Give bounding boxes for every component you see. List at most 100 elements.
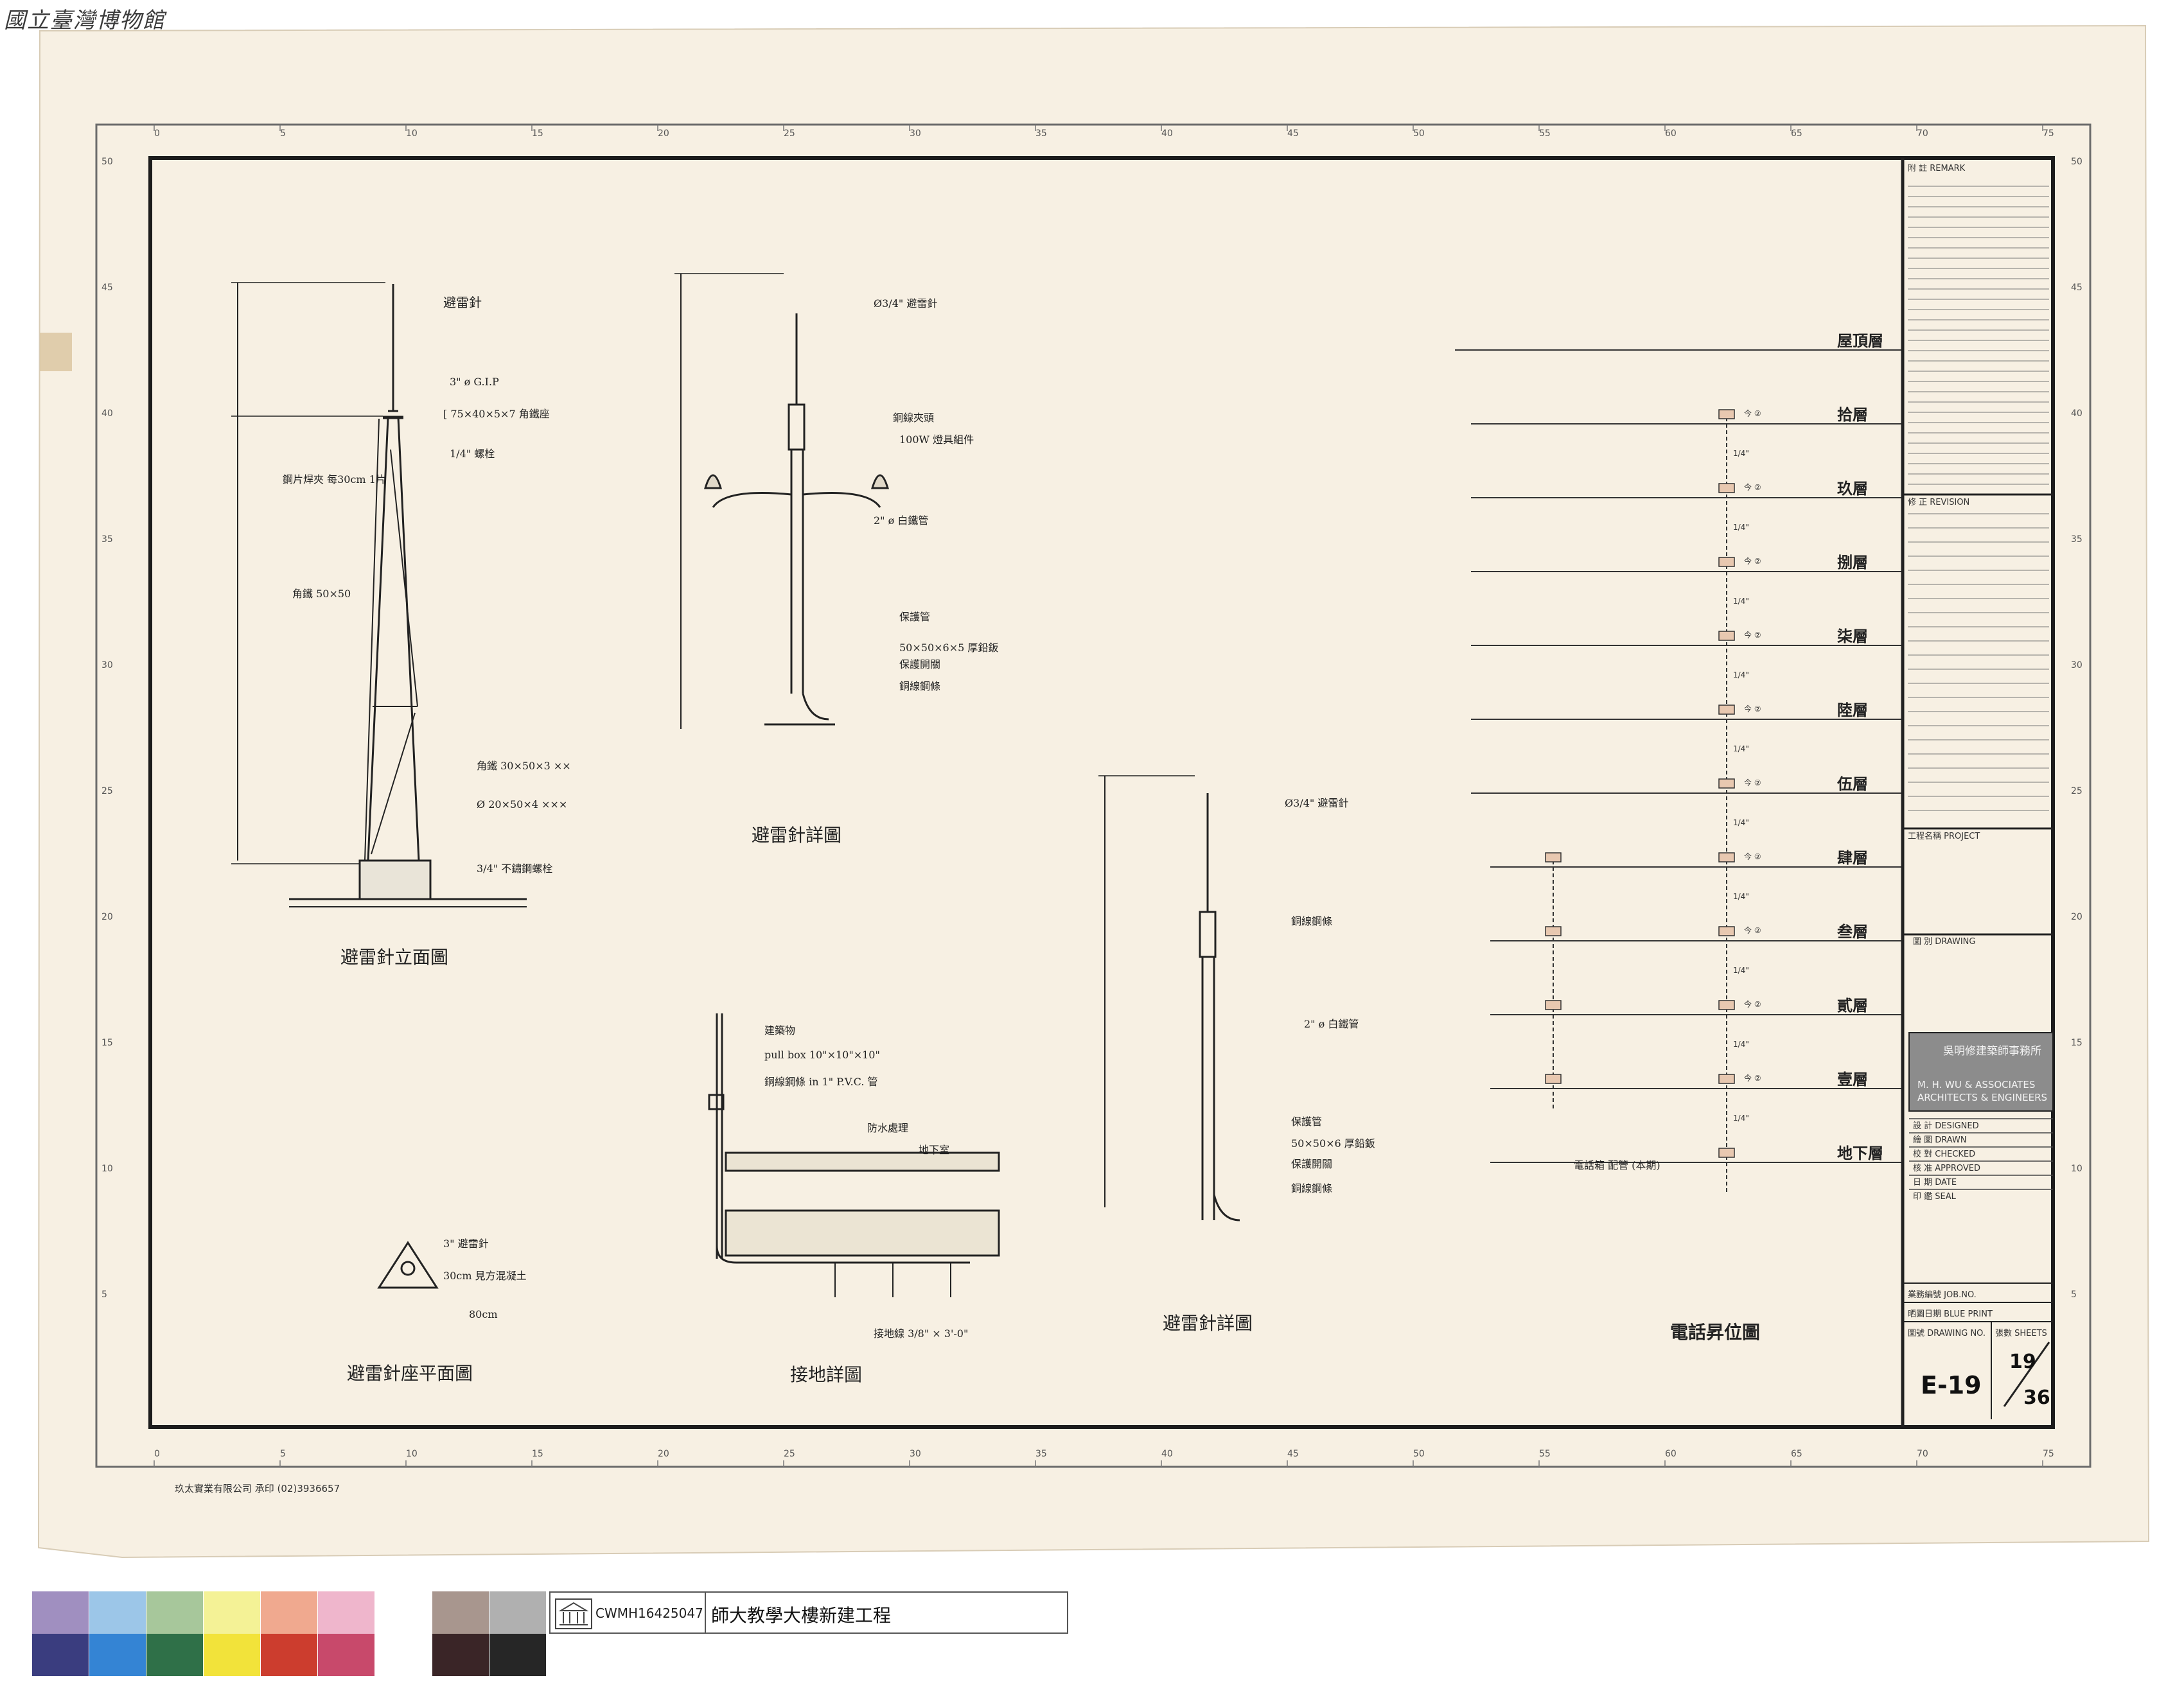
rod-detail-1	[674, 273, 890, 729]
tb-sheet-value: 19	[2009, 1351, 2036, 1373]
ruler-side-right-3: 35	[2071, 534, 2083, 545]
riser-floor-3: 捌層	[1837, 553, 1868, 572]
ruler-mark-top-11: 55	[1539, 128, 1551, 139]
tower-plan-title: 避雷針座平面圖	[347, 1363, 473, 1384]
ruler-side-right-0: 50	[2071, 157, 2083, 167]
riser-pipe-label: 1/4"	[1733, 670, 1749, 679]
catalog-id: CWMH16425047	[595, 1606, 703, 1621]
ruler-side-right-5: 25	[2071, 786, 2083, 796]
ruler-mark-top-1: 5	[280, 128, 286, 139]
riser-floor-2: 玖層	[1837, 479, 1868, 498]
swatch-top-6	[375, 1591, 432, 1634]
ruler-side-left-5: 25	[101, 786, 113, 796]
tb-revision: 修 正 REVISION	[1908, 498, 1969, 507]
title-block	[1901, 158, 2054, 1427]
riser-floor-lines	[1455, 349, 1901, 1195]
ruler-mark-bottom-6: 30	[910, 1449, 921, 1459]
riser-floor-11: 地下層	[1837, 1144, 1883, 1162]
riser-box	[1718, 483, 1735, 493]
riser-box-branch	[1545, 926, 1562, 936]
riser-box-label: 今 ②	[1744, 704, 1761, 713]
riser-pipe-label: 1/4"	[1733, 523, 1749, 532]
title-block-text: 附 註 REMARK 修 正 REVISION 工程名稱 PROJECT 圖 別…	[1908, 164, 2050, 1409]
museum-watermark: 國立臺灣博物館	[4, 8, 166, 33]
rod2-label-4: 50×50×6 厚鉛鈑	[1291, 1137, 1375, 1150]
drawing-border	[148, 156, 2055, 1429]
ruler-side-right-2: 40	[2071, 408, 2083, 419]
ruler-mark-bottom-10: 50	[1413, 1449, 1425, 1459]
rod1-label-4: 保護管	[899, 611, 930, 623]
ruler-mark-bottom-11: 55	[1539, 1449, 1551, 1459]
riser-pipe-label: 1/4"	[1733, 449, 1749, 458]
rod2-label-5: 保護開關	[1291, 1158, 1332, 1170]
ground-label-1: pull box 10"×10"×10"	[764, 1049, 880, 1061]
riser-box	[1718, 631, 1735, 641]
tower-label-2: [ 75×40×5×7 角鐵座	[443, 408, 550, 420]
tb-firm-cn: 吳明修建築師事務所	[1943, 1045, 2041, 1058]
rod2-label-1: 銅線鋼條	[1291, 915, 1332, 927]
ground-label-5: 接地線 3/8" × 3'-0"	[874, 1327, 968, 1340]
swatch-top-5	[318, 1591, 374, 1634]
tb-firm-en2: ARCHITECTS & ENGINEERS	[1917, 1092, 2047, 1103]
riser-box-label: 今 ②	[1744, 630, 1761, 640]
ruler-side-left-6: 20	[101, 912, 113, 922]
ruler-side-right-9: 5	[2071, 1290, 2077, 1300]
riser-box	[1718, 778, 1735, 789]
riser-legend: 電話箱 配管 (本期)	[1574, 1159, 1660, 1171]
ruler-side-right-7: 15	[2071, 1038, 2083, 1048]
ruler-mark-top-15: 75	[2043, 128, 2054, 139]
grounding-labels: 建築物 pull box 10"×10"×10" 銅線鋼條 in 1" P.V.…	[764, 1024, 968, 1385]
ruler-side-left-8: 10	[101, 1164, 113, 1174]
tower-elevation	[231, 282, 527, 907]
riser-floor-1: 拾層	[1837, 405, 1868, 424]
riser-box-branch	[1545, 1000, 1562, 1010]
ruler-side-right-4: 30	[2071, 660, 2083, 670]
ruler-mark-bottom-3: 15	[532, 1449, 543, 1459]
swatch-bottom-6	[375, 1634, 432, 1676]
tb-blue-print: 晒圖日期 BLUE PRINT	[1908, 1309, 1993, 1319]
ruler-mark-top-0: 0	[154, 128, 160, 139]
ruler-mark-top-13: 65	[1791, 128, 1802, 139]
ruler-side-left-9: 5	[101, 1290, 107, 1300]
tower-label-5: 角鐵 50×50	[292, 588, 351, 600]
tb-sheet-total: 36	[2023, 1387, 2050, 1409]
tower-label-0: 避雷針	[443, 295, 482, 310]
swatch-top-8	[489, 1591, 546, 1634]
ruler-mark-bottom-14: 70	[1917, 1449, 1928, 1459]
ground-label-0: 建築物	[764, 1024, 795, 1037]
tower-plan-labels: 3" 避雷針 30cm 見方混凝土 80cm 避雷針座平面圖	[347, 1238, 527, 1384]
ruler-frame	[95, 123, 2092, 1468]
tb-project: 工程名稱 PROJECT	[1908, 831, 1980, 841]
tower-elevation-title: 避雷針立面圖	[340, 947, 448, 968]
plan-label-0: 3" 避雷針	[443, 1238, 489, 1250]
rod2-label-0: Ø3/4" 避雷針	[1285, 797, 1348, 809]
tb-row-2: 校 對 CHECKED	[1913, 1149, 1975, 1159]
swatch-bottom-7	[432, 1634, 489, 1676]
tower-label-6: 角鐵 30×50×3 ××	[477, 760, 571, 772]
rod-detail-1-labels: Ø3/4" 避雷針 銅線夾頭 100W 燈具組件 2" ø 白鐵管 保護管 50…	[752, 297, 998, 846]
ruler-ticks	[154, 125, 2043, 1467]
ruler-mark-bottom-7: 35	[1035, 1449, 1047, 1459]
grounding-title: 接地詳圖	[790, 1364, 862, 1385]
tb-row-3: 核 准 APPROVED	[1913, 1164, 1980, 1173]
tb-row-5: 印 鑑 SEAL	[1913, 1191, 1957, 1202]
ruler-side-right-8: 10	[2071, 1164, 2083, 1174]
tb-drawing-no-value: E-19	[1921, 1371, 1982, 1399]
ruler-mark-top-12: 60	[1665, 128, 1677, 139]
ruler-side-left-2: 40	[101, 408, 113, 419]
ruler-side-left-1: 45	[101, 283, 113, 293]
ruler-mark-top-4: 20	[658, 128, 669, 139]
riser-box-label: 今 ②	[1744, 556, 1761, 566]
swatch-bottom-8	[489, 1634, 546, 1676]
ruler-mark-top-9: 45	[1287, 128, 1299, 139]
riser-pipe-label: 1/4"	[1733, 1114, 1749, 1123]
swatch-top-2	[146, 1591, 203, 1634]
tb-remark: 附 註 REMARK	[1908, 164, 1966, 173]
ruler-mark-bottom-15: 75	[2043, 1449, 2054, 1459]
ground-label-2: 銅線鋼條 in 1" P.V.C. 管	[764, 1076, 878, 1088]
riser-box-label: 今 ②	[1744, 999, 1761, 1009]
plan-label-1: 30cm 見方混凝土	[443, 1270, 527, 1282]
ruler-mark-bottom-13: 65	[1791, 1449, 1802, 1459]
riser-box	[1718, 852, 1735, 862]
